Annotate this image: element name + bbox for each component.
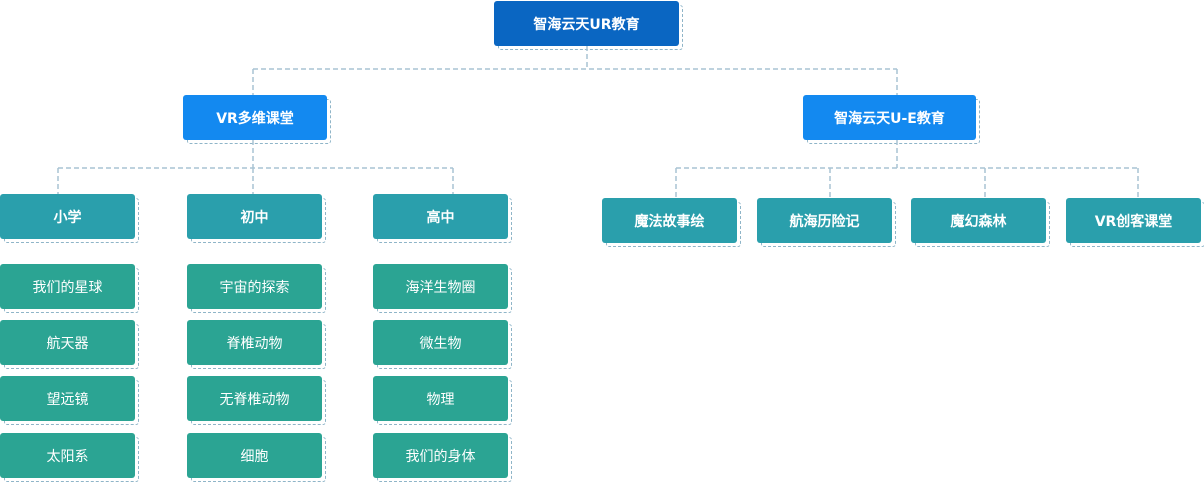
leaf-vertebrates: 脊椎动物 [187, 320, 326, 369]
leaf-spacecraft: 航天器 [0, 320, 139, 369]
category-primary-school: 小学 [0, 194, 139, 243]
leaf-cell: 细胞 [187, 433, 326, 482]
category-junior-high: 初中 [187, 194, 326, 243]
connector-root-branches [252, 46, 898, 95]
leaf-physics: 物理 [373, 376, 512, 425]
item-magic-story: 魔法故事绘 [602, 198, 741, 247]
connector-left-branch-categories [57, 140, 454, 194]
branch-ue-education: 智海云天U-E教育 [803, 95, 980, 144]
item-voyage-adventure: 航海历险记 [757, 198, 896, 247]
leaf-our-planet: 我们的星球 [0, 264, 139, 313]
item-vr-maker-class: VR创客课堂 [1066, 198, 1204, 247]
leaf-solar-system: 太阳系 [0, 433, 139, 482]
leaf-microorganisms: 微生物 [373, 320, 512, 369]
leaf-telescope: 望远镜 [0, 376, 139, 425]
category-senior-high: 高中 [373, 194, 512, 243]
connector-right-branch-items [675, 140, 1139, 198]
leaf-our-body: 我们的身体 [373, 433, 512, 482]
branch-vr-classroom: VR多维课堂 [183, 95, 331, 144]
root-node: 智海云天UR教育 [494, 1, 683, 50]
leaf-marine-biosphere: 海洋生物圈 [373, 264, 512, 313]
leaf-invertebrates: 无脊椎动物 [187, 376, 326, 425]
item-magic-forest: 魔幻森林 [911, 198, 1050, 247]
leaf-space-exploration: 宇宙的探索 [187, 264, 326, 313]
